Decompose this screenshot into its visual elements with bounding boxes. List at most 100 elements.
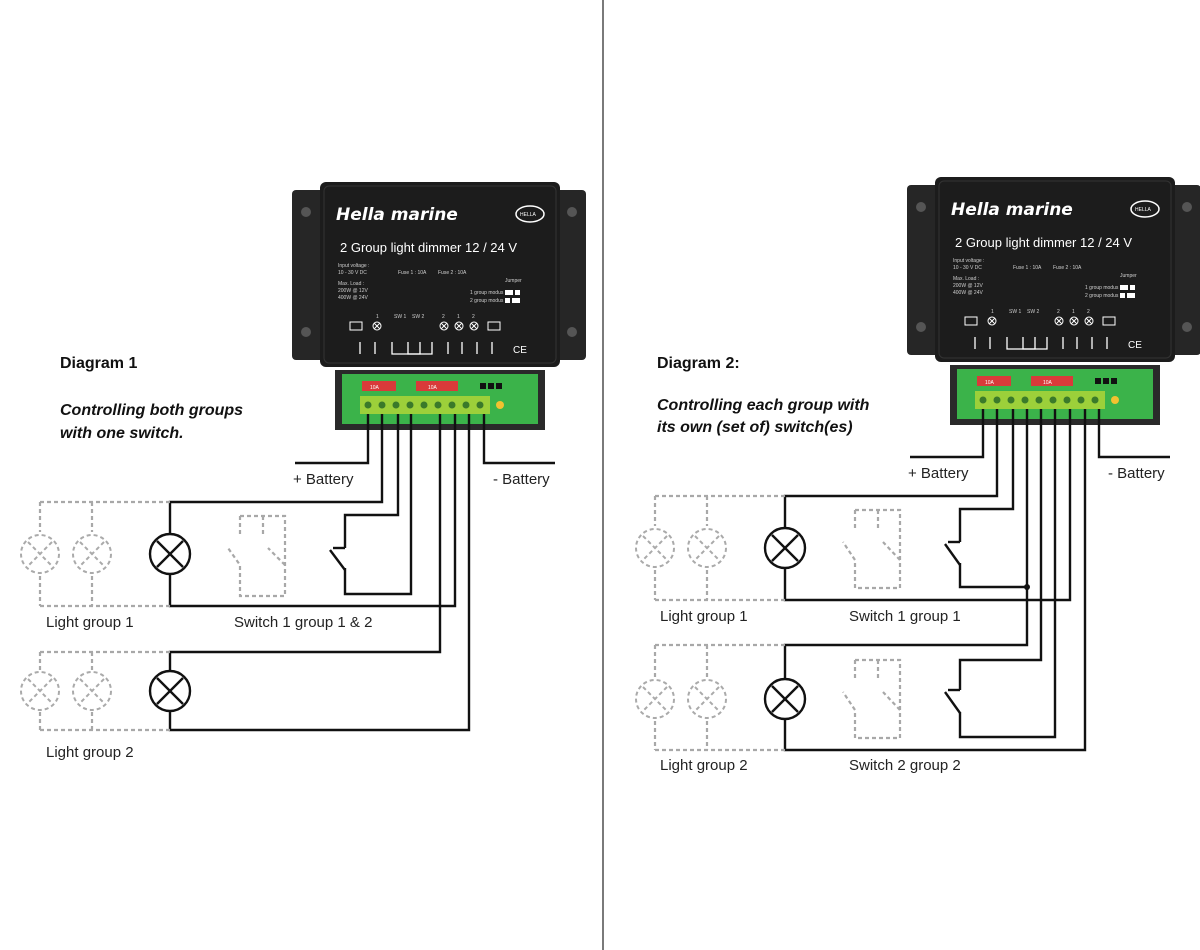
device-1-brand: Hella marine — [336, 205, 458, 225]
light-group-1-label-d2: Light group 1 — [660, 608, 748, 625]
ghost-lamp-icon — [635, 679, 675, 719]
wire-1d — [168, 414, 457, 608]
junction-dot — [1024, 584, 1030, 590]
device-1-fuse-a: 10A — [370, 385, 380, 391]
device-1-input-voltage: 10 - 30 V DC — [338, 270, 367, 276]
device-1-fuse-b: 10A — [428, 385, 438, 391]
diagram-1-title: Diagram 1 — [60, 355, 137, 372]
light-group-2-diagram-1 — [20, 650, 192, 732]
device-2-mode2: 2 group modus — [1085, 293, 1119, 299]
switch-2a-lever — [944, 543, 961, 566]
switch-1-label-d2: Switch 1 group 1 — [849, 608, 961, 625]
diagram-2-subtitle-line2: its own (set of) switch(es) — [657, 419, 853, 436]
wire-1e — [168, 414, 442, 671]
wire-2h — [783, 409, 1087, 752]
lamp-icon — [763, 677, 807, 721]
device-1-fuse1: Fuse 1 : 10A — [398, 270, 427, 276]
device-1-term-2: 2 — [442, 314, 445, 320]
wire-2d — [783, 409, 1072, 602]
switch-2-label-d2: Switch 2 group 2 — [849, 757, 961, 774]
device-2-input-voltage: 10 - 30 V DC — [953, 265, 982, 271]
device-2-max-load-label: Max. Load : — [953, 276, 979, 282]
device-2-jumper: Jumper — [1120, 273, 1137, 279]
wire-2e — [958, 409, 1043, 690]
device-1-term-1: 1 — [376, 314, 379, 320]
device-1-sw1: SW 1 — [394, 314, 406, 320]
ghost-lamp-icon — [687, 679, 727, 719]
ghost-switches-1 — [227, 514, 287, 598]
minus-battery-label-1: - Battery — [493, 471, 550, 488]
device-2-sw2: SW 2 — [1027, 309, 1039, 315]
wire-1f — [168, 414, 471, 732]
device-1-sw2: SW 2 — [412, 314, 424, 320]
dimmer-device-2: Hella marine HELLA 2 Group light dimmer … — [906, 176, 1200, 426]
device-1-term-2b: 2 — [472, 314, 475, 320]
diagram-1-subtitle-line2: with one switch. — [60, 425, 184, 442]
wire-2f — [783, 587, 1029, 678]
wire-2c — [958, 409, 1029, 589]
diagram-2-subtitle-line1: Controlling each group with — [657, 397, 870, 414]
light-group-2-label-d1: Light group 2 — [46, 744, 134, 761]
device-1-fuse2: Fuse 2 : 10A — [438, 270, 467, 276]
ghost-lamp-icon — [687, 528, 727, 568]
device-2-term-2: 2 — [1057, 309, 1060, 315]
ghost-lamp-icon — [72, 534, 112, 574]
device-2-fuse1: Fuse 1 : 10A — [1013, 265, 1042, 271]
device-2-logo: HELLA — [1135, 207, 1152, 213]
device-1-jumper: Jumper — [505, 278, 522, 284]
device-2-mode1: 1 group modus — [1085, 285, 1119, 291]
device-2-model: 2 Group light dimmer 12 / 24 V — [955, 235, 1132, 250]
light-group-2-label-d2: Light group 2 — [660, 757, 748, 774]
wire-1b — [343, 414, 400, 548]
device-2-load-12v: 200W @ 12V — [953, 283, 983, 289]
diagram-1-subtitle-line1: Controlling both groups — [60, 402, 243, 419]
switch-1-lever — [329, 549, 346, 571]
device-2-brand: Hella marine — [951, 200, 1073, 220]
wire-2b — [958, 409, 1015, 542]
device-2-term-1b: 1 — [1072, 309, 1075, 315]
wire-1c — [343, 414, 413, 596]
plus-battery-wire-2 — [910, 409, 985, 459]
diagram-2: Diagram 2: Controlling each group with i… — [635, 176, 1200, 774]
plus-battery-label-1: + Battery — [293, 471, 354, 488]
minus-battery-wire-1 — [482, 414, 555, 465]
diagram-2-title: Diagram 2: — [657, 355, 740, 372]
device-1-model: 2 Group light dimmer 12 / 24 V — [340, 240, 517, 255]
ghost-lamp-icon — [72, 671, 112, 711]
device-2-fuse2: Fuse 2 : 10A — [1053, 265, 1082, 271]
lamp-icon — [763, 526, 807, 570]
device-2-term-2b: 2 — [1087, 309, 1090, 315]
device-2-term-1: 1 — [991, 309, 994, 315]
wire-2g — [958, 409, 1057, 739]
device-2-fuse-a: 10A — [985, 380, 995, 386]
light-group-1-diagram-1 — [20, 500, 192, 608]
ghost-switches-2 — [842, 508, 902, 740]
light-group-1-label-d1: Light group 1 — [46, 614, 134, 631]
device-1-input-label: Input voltage : — [338, 263, 369, 269]
device-1-load-24v: 400W @ 24V — [338, 295, 368, 301]
lamp-icon — [148, 532, 192, 576]
ghost-lamp-icon — [20, 534, 60, 574]
switch-label-d1: Switch 1 group 1 & 2 — [234, 614, 372, 631]
ghost-lamp-icon — [635, 528, 675, 568]
device-1-ce-mark: CE — [513, 345, 527, 356]
device-1-term-1b: 1 — [457, 314, 460, 320]
light-group-2-diagram-2 — [635, 643, 807, 752]
plus-battery-wire-1 — [295, 414, 370, 465]
device-2-input-label: Input voltage : — [953, 258, 984, 264]
switch-2b-lever — [944, 691, 961, 714]
diagram-1: Diagram 1 Controlling both groups with o… — [20, 181, 587, 761]
ghost-lamp-icon — [20, 671, 60, 711]
device-1-max-load-label: Max. Load : — [338, 281, 364, 287]
wire-2a — [783, 409, 999, 527]
device-1-logo: HELLA — [520, 212, 537, 218]
device-1-mode1: 1 group modus — [470, 290, 504, 296]
device-1-mode2: 2 group modus — [470, 298, 504, 304]
lamp-icon — [148, 669, 192, 713]
device-2-sw1: SW 1 — [1009, 309, 1021, 315]
minus-battery-label-2: - Battery — [1108, 465, 1165, 482]
minus-battery-wire-2 — [1097, 409, 1170, 459]
device-1-load-12v: 200W @ 12V — [338, 288, 368, 294]
light-group-1-diagram-2 — [635, 494, 807, 602]
